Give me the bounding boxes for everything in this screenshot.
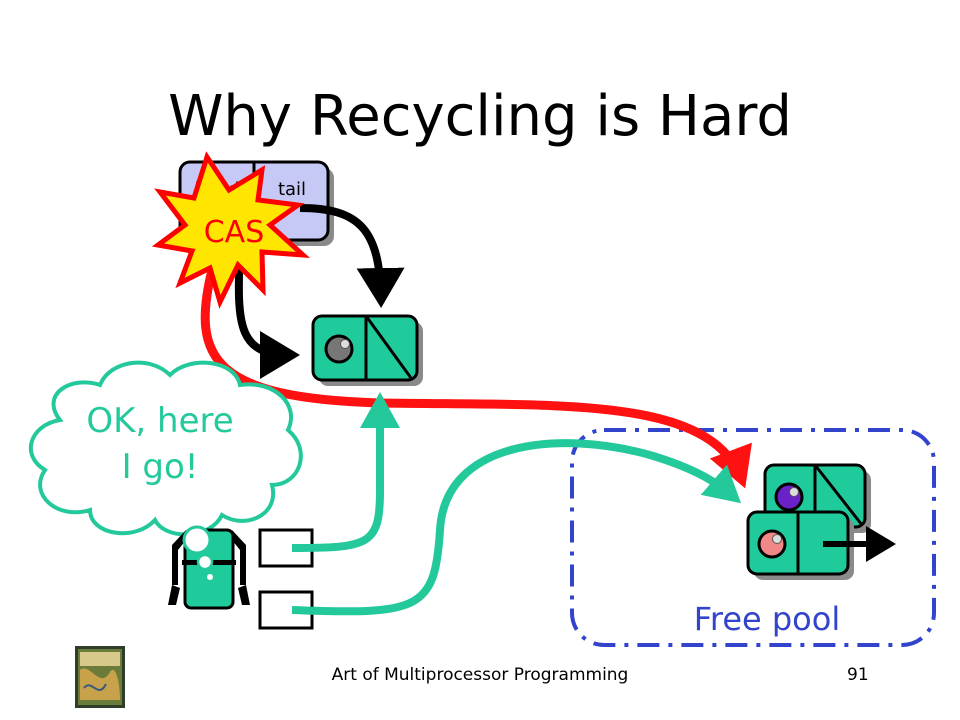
thought-text-line1: OK, here — [86, 401, 233, 441]
thread-robot-icon — [168, 525, 250, 610]
thought-text-line2: I go! — [122, 447, 199, 487]
teal-arrow-to-queue-node — [291, 392, 400, 552]
cas-label: CAS — [204, 215, 265, 250]
cas-starburst: CAS — [151, 151, 311, 309]
thought-cloud: OK, here I go! — [28, 360, 303, 537]
tail-pointer-arrow — [299, 204, 405, 308]
slide-title: Why Recycling is Hard — [168, 84, 792, 149]
book-cover-icon — [75, 646, 125, 708]
free-pool-region — [570, 428, 936, 647]
teal-arrow-to-free-node — [291, 439, 742, 616]
queue-node — [311, 314, 423, 386]
head-pointer-arrow — [234, 249, 300, 379]
slide-footer: Art of Multiprocessor Programming — [331, 665, 629, 685]
free-pool-label: Free pool — [694, 600, 840, 638]
tail-label: tail — [278, 179, 306, 200]
page-number: 91 — [847, 665, 869, 685]
